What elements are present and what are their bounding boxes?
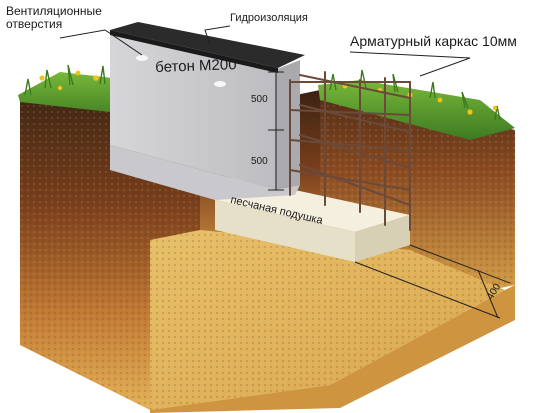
waterproofing-label: Гидроизоляция bbox=[230, 12, 308, 24]
soil-front-face bbox=[150, 285, 515, 413]
concrete-label: бетон М200 bbox=[154, 56, 237, 76]
dimension-height bbox=[268, 71, 284, 191]
waterproofing-layer bbox=[110, 22, 305, 73]
grass-right bbox=[318, 69, 515, 140]
vent-holes bbox=[136, 55, 226, 87]
concrete-wall bbox=[110, 35, 300, 200]
dimension-lower-label: 500 bbox=[251, 156, 268, 167]
vent-holes-label-line1: Вентиляционные bbox=[6, 4, 102, 18]
vent-holes-label-line2: отверстия bbox=[6, 17, 63, 32]
dimension-upper-label: 500 bbox=[251, 94, 268, 105]
leader-lines bbox=[59, 25, 471, 77]
rebar-cage bbox=[289, 71, 411, 231]
vent-holes-label: Вентиляционные отверстия bbox=[6, 4, 102, 32]
trench-floor bbox=[150, 230, 505, 410]
rebar-cage-label: Арматурный каркас 10мм bbox=[350, 33, 517, 49]
dimension-width bbox=[354, 244, 511, 319]
